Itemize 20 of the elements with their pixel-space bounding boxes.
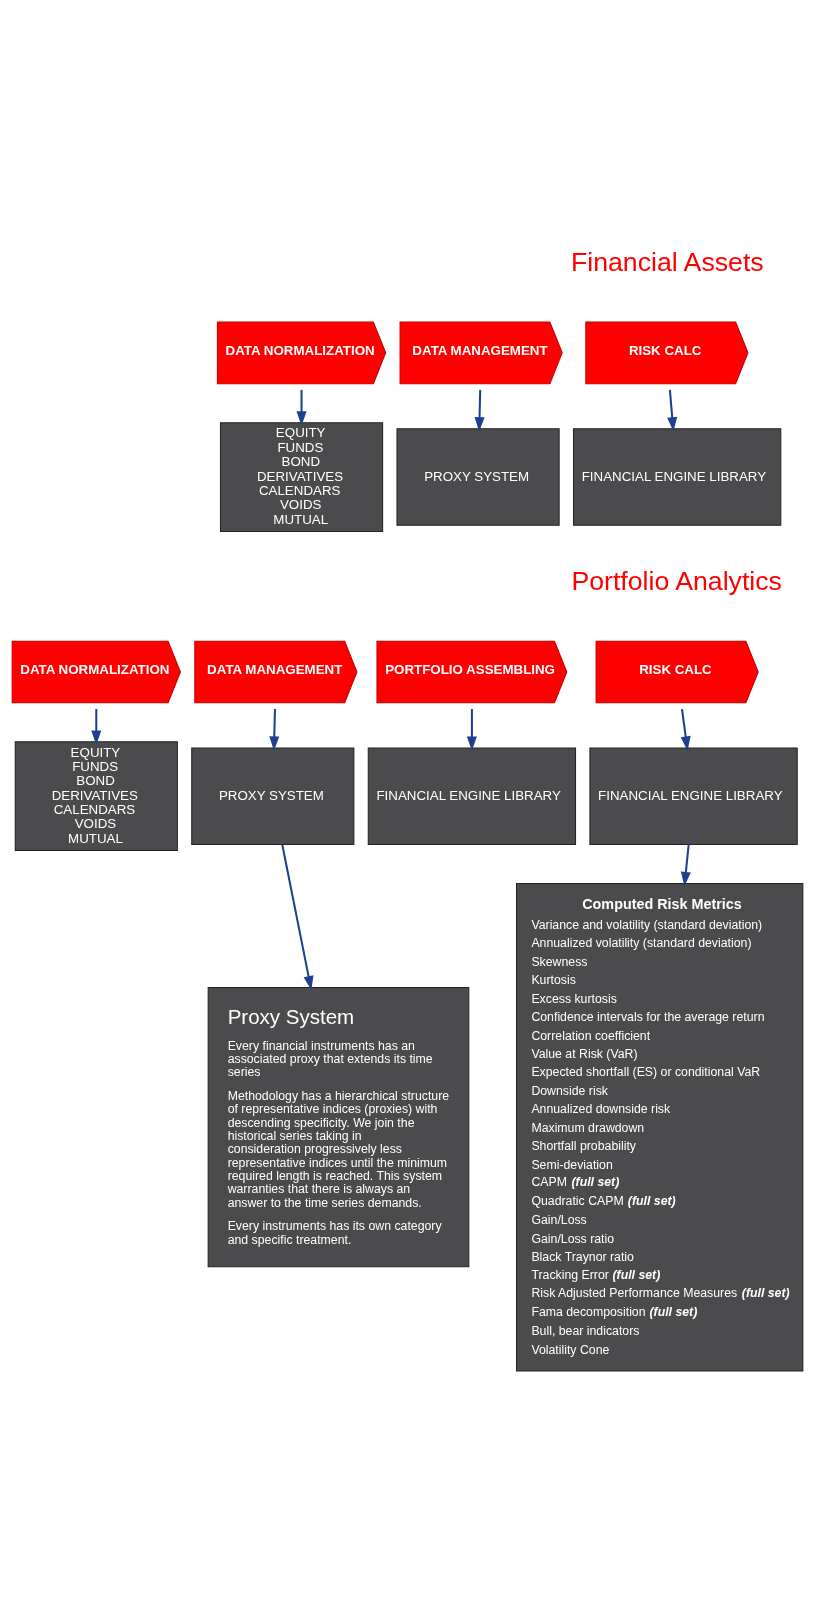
label: Financial Assets: [570, 246, 764, 277]
arrow: [474, 389, 485, 432]
node-box: EQUITY FUNDS BOND DERIVATIVES CALENDARS VOIDS MUTUAL: [14, 741, 178, 852]
node-box: PROXY SYSTEM: [396, 428, 560, 526]
arrow: [466, 709, 477, 751]
node-box: FINANCIAL ENGINE LIBRARY: [589, 747, 798, 845]
arrow: [269, 709, 280, 751]
arrow: [680, 844, 691, 887]
node-box: EQUITY FUNDS BOND DERIVATIVES CALENDARS VOIDS MUTUAL: [219, 422, 384, 532]
node-box: Computed Risk Metrics Variance and volatility (standard deviation) Annualized volatility (standard deviation) Skewness Kurtosis Excess kurtosis Confidence intervals for the average return Correlation coefficient Value at Risk (VaR) Expected shortfall (ES) or conditional VaR Downside risk Annualized downside risk Maximum drawdown Shortfall probability Semi-deviation CAPM (full set) Quadratic CAPM (full set) Gain/Loss Gain/Loss ratio Black Traynor ratio Tracking Error (full set) Risk Adjusted Performance Measures (full set) Fama decomposition (full set) Bull, bear indicators Volatility Cone: [516, 882, 804, 1372]
arrow: [91, 709, 102, 745]
arrow: [680, 708, 691, 751]
node-box: PROXY SYSTEM: [191, 747, 355, 845]
arrow: [667, 389, 678, 432]
arrow: [296, 389, 307, 426]
node-box: FINANCIAL ENGINE LIBRARY: [367, 747, 577, 845]
node-box: Proxy System Every financial instruments has an associated proxy that extends its time series Methodology has a hierarchical structure of representative indices (proxies) with descending specificity. We join the historical series taking in consideration progressively less representative indices until the minimum required length is reached. This system warranties that there is always an answer to the time series demands. Every instruments has its own category and specific treatment.: [207, 987, 470, 1268]
node-box: FINANCIAL ENGINE LIBRARY: [573, 428, 782, 526]
label: Portfolio Analytics: [571, 565, 782, 596]
arrow: [281, 844, 314, 991]
